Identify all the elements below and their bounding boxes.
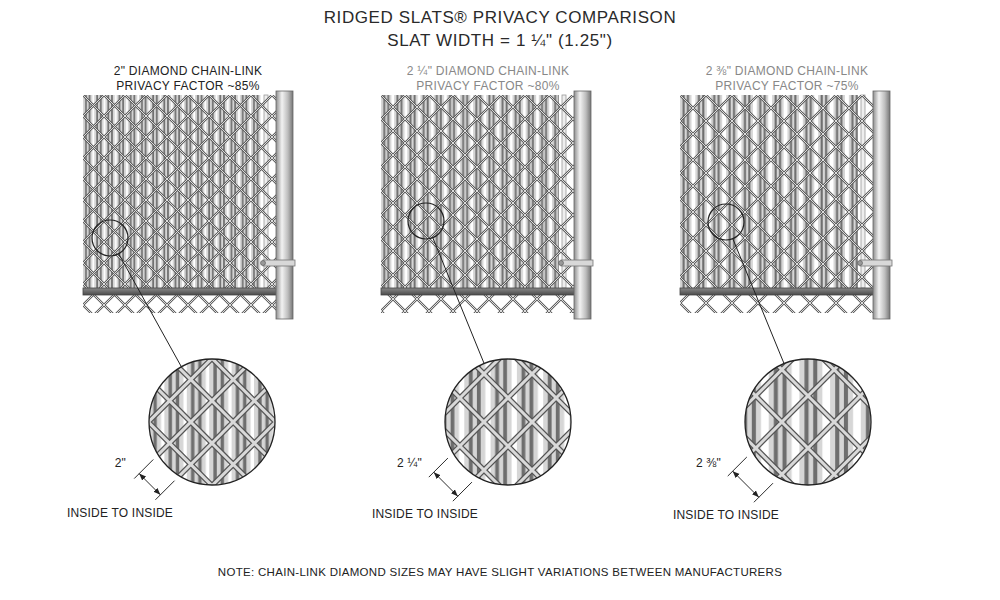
magnifier-ring (92, 220, 128, 256)
chain-link-mesh (680, 95, 873, 313)
bolt (559, 261, 564, 266)
fence-panel (381, 91, 593, 319)
dimension (429, 458, 472, 501)
post (873, 91, 890, 319)
slats (438, 352, 578, 492)
fence-panel (83, 91, 295, 319)
fence-panel (680, 91, 892, 319)
bolt (261, 261, 266, 266)
magnifier-ring (408, 203, 444, 239)
dimension-value: 2 ⅜" (696, 456, 721, 470)
panel-heading: PRIVACY FACTOR ~75% (715, 79, 858, 93)
panel-heading: 2 ¼" DIAMOND CHAIN-LINK (407, 64, 570, 78)
leader-line (119, 254, 182, 367)
zoom-ring (745, 359, 871, 485)
panel-heading: PRIVACY FACTOR ~85% (116, 79, 259, 93)
tension-band (263, 260, 295, 266)
note: NOTE: CHAIN-LINK DIAMOND SIZES MAY HAVE … (218, 566, 782, 580)
dimension-value: 2" (115, 456, 126, 470)
panel-heading: PRIVACY FACTOR ~80% (416, 79, 559, 93)
dimension-note: INSIDE TO INSIDE (67, 506, 173, 520)
tension-band (860, 260, 892, 266)
panel-heading: 2" DIAMOND CHAIN-LINK (114, 64, 263, 78)
slats (142, 352, 282, 492)
dimension-line (434, 472, 458, 496)
leader-line (433, 238, 484, 364)
bolt (858, 261, 863, 266)
bottom-rail (381, 288, 575, 295)
dimension (728, 457, 773, 502)
bottom-rail (83, 288, 277, 295)
dimension-line (139, 474, 160, 495)
extension-line (429, 458, 472, 501)
zoom-ring (445, 359, 571, 485)
panel-heading: 2 ⅜" DIAMOND CHAIN-LINK (706, 64, 869, 78)
dimension-note: INSIDE TO INSIDE (673, 508, 779, 522)
chain-link-mesh (381, 95, 574, 313)
leader-line (733, 239, 784, 364)
extension-line (134, 459, 174, 499)
dimension (134, 459, 174, 499)
post (276, 91, 293, 319)
post (574, 91, 591, 319)
dimension-value: 2 ¼" (397, 456, 422, 470)
tension-band (561, 260, 593, 266)
bottom-rail (680, 288, 874, 295)
diagram-title: RIDGED SLATS® PRIVACY COMPARISON (324, 8, 677, 28)
magnifier-ring (708, 204, 744, 240)
subtitle: SLAT WIDTH = 1 ¼" (1.25") (387, 31, 612, 51)
dimension-line (733, 471, 759, 497)
zoom-ring (149, 359, 275, 485)
extension-line (728, 457, 773, 502)
chain-link-mesh (83, 95, 276, 313)
dimension-note: INSIDE TO INSIDE (372, 507, 478, 521)
slats (738, 352, 878, 492)
